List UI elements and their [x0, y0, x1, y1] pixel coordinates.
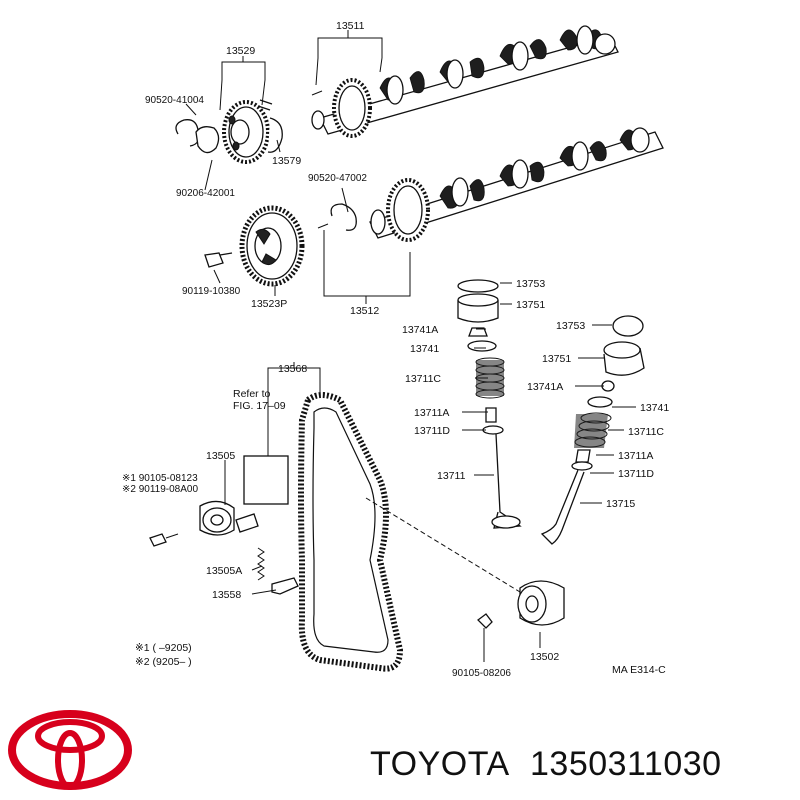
label-13511: 13511 [336, 20, 365, 32]
label-90206-42001: 90206-42001 [176, 188, 235, 199]
label-13753-left: 13753 [516, 278, 545, 290]
belt-idler [477, 580, 565, 658]
label-90520-47002: 90520-47002 [308, 173, 367, 184]
label-13741-right: 13741 [640, 402, 669, 414]
legend-row-1: ※1 ( –9205) [135, 642, 192, 654]
label-13558: 13558 [212, 589, 241, 601]
label-13751-right: 13751 [542, 353, 571, 365]
leader-lines [185, 30, 636, 662]
label-13711A-left: 13711A [414, 407, 449, 419]
timing-belt [298, 392, 521, 672]
label-13711D-right: 13711D [618, 468, 654, 480]
legend-row-2: ※2 (9205– ) [135, 656, 192, 668]
refer-to-label: Refer to [233, 388, 271, 400]
label-13753-right: 13753 [556, 320, 585, 332]
label-13711A-right: 13711A [618, 450, 653, 462]
belt-tensioner [149, 455, 299, 595]
label-13741A-right: 13741A [527, 381, 563, 393]
label-13512: 13512 [350, 305, 379, 317]
label-13505A: 13505A [206, 565, 242, 577]
part-labels: 13511 13529 90520-41004 13579 90206-4200… [122, 20, 669, 679]
label-13711D-left: 13711D [414, 425, 450, 437]
label-13751-left: 13751 [516, 299, 545, 311]
toyota-logo [8, 710, 132, 790]
label-90119-10380: 90119-10380 [182, 286, 241, 297]
label-13711C-left: 13711C [405, 373, 441, 385]
label-13741-left: 13741 [410, 343, 439, 355]
label-13502: 13502 [530, 651, 559, 663]
alt-bolt-1-label: ※1 90105-08123 [122, 473, 198, 484]
upper-cam-sprocket [175, 99, 283, 164]
figure-code: MA E314-C [612, 664, 666, 676]
label-13568: 13568 [278, 363, 307, 375]
lower-camshaft [317, 127, 664, 242]
label-13711: 13711 [437, 470, 466, 482]
label-13715: 13715 [606, 498, 635, 510]
label-90105-08206: 90105-08206 [452, 668, 511, 679]
label-13579: 13579 [272, 155, 301, 167]
label-13523P: 13523P [251, 298, 287, 310]
label-90520-41004: 90520-41004 [145, 95, 204, 106]
brand-name: TOYOTA [370, 745, 510, 783]
label-13529: 13529 [226, 45, 255, 57]
part-number: 1350311030 [530, 745, 722, 783]
valve-train-left [457, 279, 522, 529]
upper-camshaft [311, 25, 619, 138]
valve-train-right [540, 315, 645, 545]
label-13711C-right: 13711C [628, 426, 664, 438]
refer-fig-label: FIG. 17–09 [233, 400, 286, 412]
label-13741A-left: 13741A [402, 324, 438, 336]
lower-cam-sprocket [204, 205, 305, 287]
label-13505: 13505 [206, 450, 235, 462]
alt-bolt-2-label: ※2 90119-08A00 [122, 484, 198, 495]
